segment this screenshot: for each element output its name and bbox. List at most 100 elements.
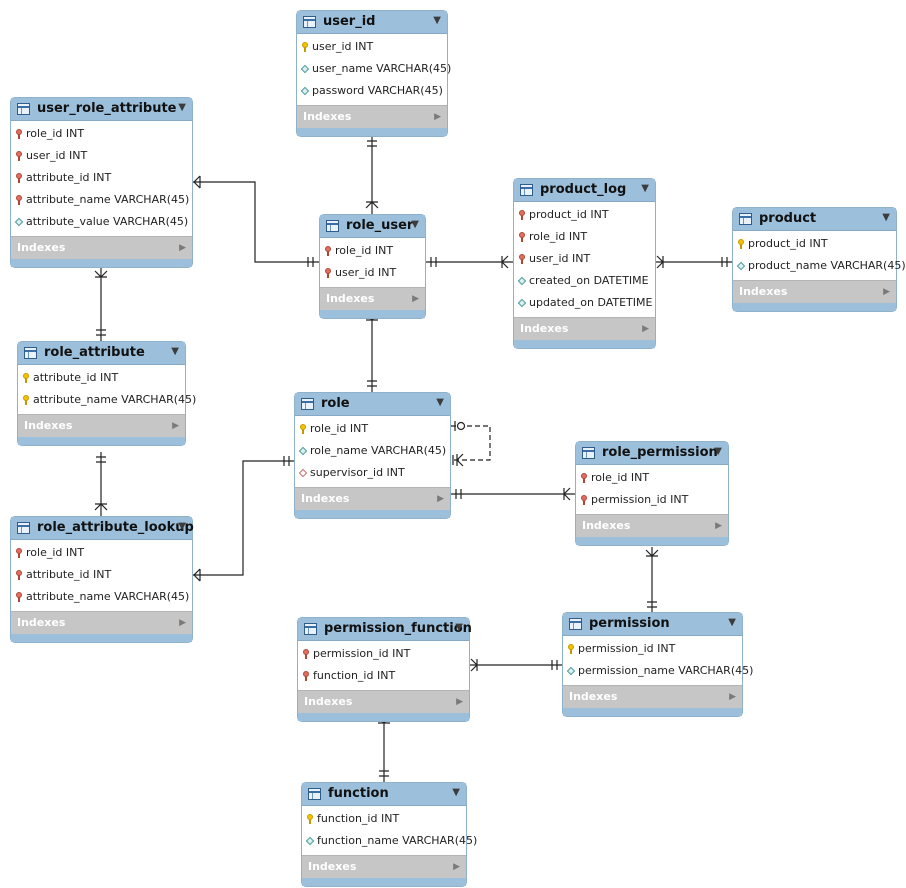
expand-arrow-icon[interactable]: ▶ [715, 521, 722, 531]
column-row[interactable]: attribute_name VARCHAR(45) [18, 389, 196, 411]
expand-arrow-icon[interactable]: ▶ [434, 112, 441, 122]
column-row[interactable]: role_name VARCHAR(45) [295, 440, 450, 462]
chevron-down-icon[interactable]: ▼ [178, 521, 186, 532]
table-product_log[interactable]: product_log ▼ product_id INT role_id INT… [513, 178, 656, 349]
column-row[interactable]: permission_id INT [563, 638, 742, 660]
table-role_attribute[interactable]: role_attribute ▼ attribute_id INT attrib… [17, 341, 196, 446]
indexes-section[interactable]: Indexes▶ [733, 280, 896, 303]
chevron-down-icon[interactable]: ▼ [171, 346, 179, 357]
indexes-section[interactable]: Indexes▶ [514, 317, 655, 340]
chevron-down-icon[interactable]: ▼ [411, 219, 419, 230]
chevron-down-icon[interactable]: ▼ [455, 622, 463, 633]
column-row[interactable]: product_name VARCHAR(45) [733, 255, 906, 277]
table-function[interactable]: function ▼ function_id INT function_name… [301, 782, 477, 887]
column-row[interactable]: role_id INT [11, 123, 192, 145]
table-header[interactable]: user_id ▼ [297, 11, 447, 34]
column-row[interactable]: attribute_name VARCHAR(45) [11, 586, 192, 608]
chevron-down-icon[interactable]: ▼ [714, 446, 722, 457]
column-row[interactable]: product_id INT [514, 204, 655, 226]
column-row[interactable]: updated_on DATETIME [514, 292, 655, 314]
primary-key-icon [23, 373, 29, 383]
column-row[interactable]: role_id INT [11, 542, 192, 564]
expand-arrow-icon[interactable]: ▶ [172, 421, 179, 431]
table-title: permission [589, 616, 670, 631]
table-header[interactable]: function ▼ [302, 783, 466, 806]
chevron-down-icon[interactable]: ▼ [433, 15, 441, 26]
table-header[interactable]: permission_function ▼ [298, 618, 472, 641]
table-role[interactable]: role ▼ role_id INT role_name VARCHAR(45)… [294, 392, 451, 519]
column-row[interactable]: password VARCHAR(45) [297, 80, 447, 102]
expand-arrow-icon[interactable]: ▶ [883, 287, 890, 297]
column-row[interactable]: role_id INT [295, 418, 450, 440]
column-label: function_id INT [317, 812, 400, 825]
indexes-section[interactable]: Indexes▶ [11, 611, 192, 634]
indexes-section[interactable]: Indexes▶ [297, 105, 447, 128]
column-row[interactable]: attribute_name VARCHAR(45) [11, 189, 192, 211]
cap-many [563, 487, 571, 501]
table-role_permission[interactable]: role_permission ▼ role_id INT permission… [575, 441, 729, 546]
table-header[interactable]: product ▼ [733, 208, 896, 231]
expand-arrow-icon[interactable]: ▶ [729, 692, 736, 702]
column-row[interactable]: user_name VARCHAR(45) [297, 58, 451, 80]
table-header[interactable]: role_attribute_lookup ▼ [11, 517, 194, 540]
chevron-down-icon[interactable]: ▼ [452, 787, 460, 798]
chevron-down-icon[interactable]: ▼ [882, 212, 890, 223]
chevron-down-icon[interactable]: ▼ [728, 617, 736, 628]
column-label: attribute_id INT [26, 171, 112, 184]
column-row[interactable]: function_id INT [298, 665, 469, 687]
table-product[interactable]: product ▼ product_id INT product_name VA… [732, 207, 906, 312]
table-user_role_attribute[interactable]: user_role_attribute ▼ role_id INT user_i… [10, 97, 193, 268]
expand-arrow-icon[interactable]: ▶ [179, 618, 186, 628]
indexes-section[interactable]: Indexes▶ [563, 685, 742, 708]
column-row[interactable]: created_on DATETIME [514, 270, 655, 292]
table-role_attribute_lookup[interactable]: role_attribute_lookup ▼ role_id INT attr… [10, 516, 194, 643]
table-header[interactable]: product_log ▼ [514, 179, 655, 202]
column-row[interactable]: supervisor_id INT [295, 462, 450, 484]
column-row[interactable]: role_id INT [514, 226, 655, 248]
column-row[interactable]: product_id INT [733, 233, 896, 255]
column-row[interactable]: user_id INT [320, 262, 425, 284]
table-permission_function[interactable]: permission_function ▼ permission_id INT … [297, 617, 472, 722]
column-row[interactable]: permission_id INT [298, 643, 469, 665]
table-header[interactable]: role ▼ [295, 393, 450, 416]
column-row[interactable]: attribute_value VARCHAR(45) [11, 211, 192, 233]
expand-arrow-icon[interactable]: ▶ [179, 243, 186, 253]
column-label: supervisor_id INT [310, 466, 405, 479]
column-row[interactable]: function_id INT [302, 808, 466, 830]
indexes-section[interactable]: Indexes▶ [18, 414, 185, 437]
table-header[interactable]: user_role_attribute ▼ [11, 98, 192, 121]
column-row[interactable]: function_name VARCHAR(45) [302, 830, 477, 852]
table-role_user[interactable]: role_user ▼ role_id INT user_id INT Inde… [319, 214, 426, 319]
indexes-section[interactable]: Indexes▶ [320, 287, 425, 310]
expand-arrow-icon[interactable]: ▶ [412, 294, 419, 304]
column-row[interactable]: user_id INT [297, 36, 447, 58]
column-row[interactable]: role_id INT [576, 467, 728, 489]
indexes-section[interactable]: Indexes▶ [295, 487, 450, 510]
column-row[interactable]: attribute_id INT [11, 564, 192, 586]
table-header[interactable]: role_attribute ▼ [18, 342, 185, 365]
indexes-section[interactable]: Indexes▶ [11, 236, 192, 259]
column-row[interactable]: user_id INT [11, 145, 192, 167]
table-user_id[interactable]: user_id ▼ user_id INT user_name VARCHAR(… [296, 10, 451, 137]
indexes-section[interactable]: Indexes▶ [302, 855, 466, 878]
expand-arrow-icon[interactable]: ▶ [456, 697, 463, 707]
expand-arrow-icon[interactable]: ▶ [437, 494, 444, 504]
table-header[interactable]: role_permission ▼ [576, 442, 728, 465]
chevron-down-icon[interactable]: ▼ [436, 397, 444, 408]
chevron-down-icon[interactable]: ▼ [641, 183, 649, 194]
expand-arrow-icon[interactable]: ▶ [642, 324, 649, 334]
column-row[interactable]: permission_id INT [576, 489, 728, 511]
table-permission[interactable]: permission ▼ permission_id INT permissio… [562, 612, 753, 717]
column-row[interactable]: user_id INT [514, 248, 655, 270]
column-label: attribute_id INT [26, 568, 112, 581]
table-header[interactable]: role_user ▼ [320, 215, 425, 238]
column-row[interactable]: role_id INT [320, 240, 425, 262]
chevron-down-icon[interactable]: ▼ [178, 102, 186, 113]
column-row[interactable]: permission_name VARCHAR(45) [563, 660, 753, 682]
column-row[interactable]: attribute_id INT [11, 167, 192, 189]
column-row[interactable]: attribute_id INT [18, 367, 185, 389]
indexes-section[interactable]: Indexes▶ [576, 514, 728, 537]
expand-arrow-icon[interactable]: ▶ [453, 862, 460, 872]
table-header[interactable]: permission ▼ [563, 613, 742, 636]
indexes-section[interactable]: Indexes▶ [298, 690, 469, 713]
